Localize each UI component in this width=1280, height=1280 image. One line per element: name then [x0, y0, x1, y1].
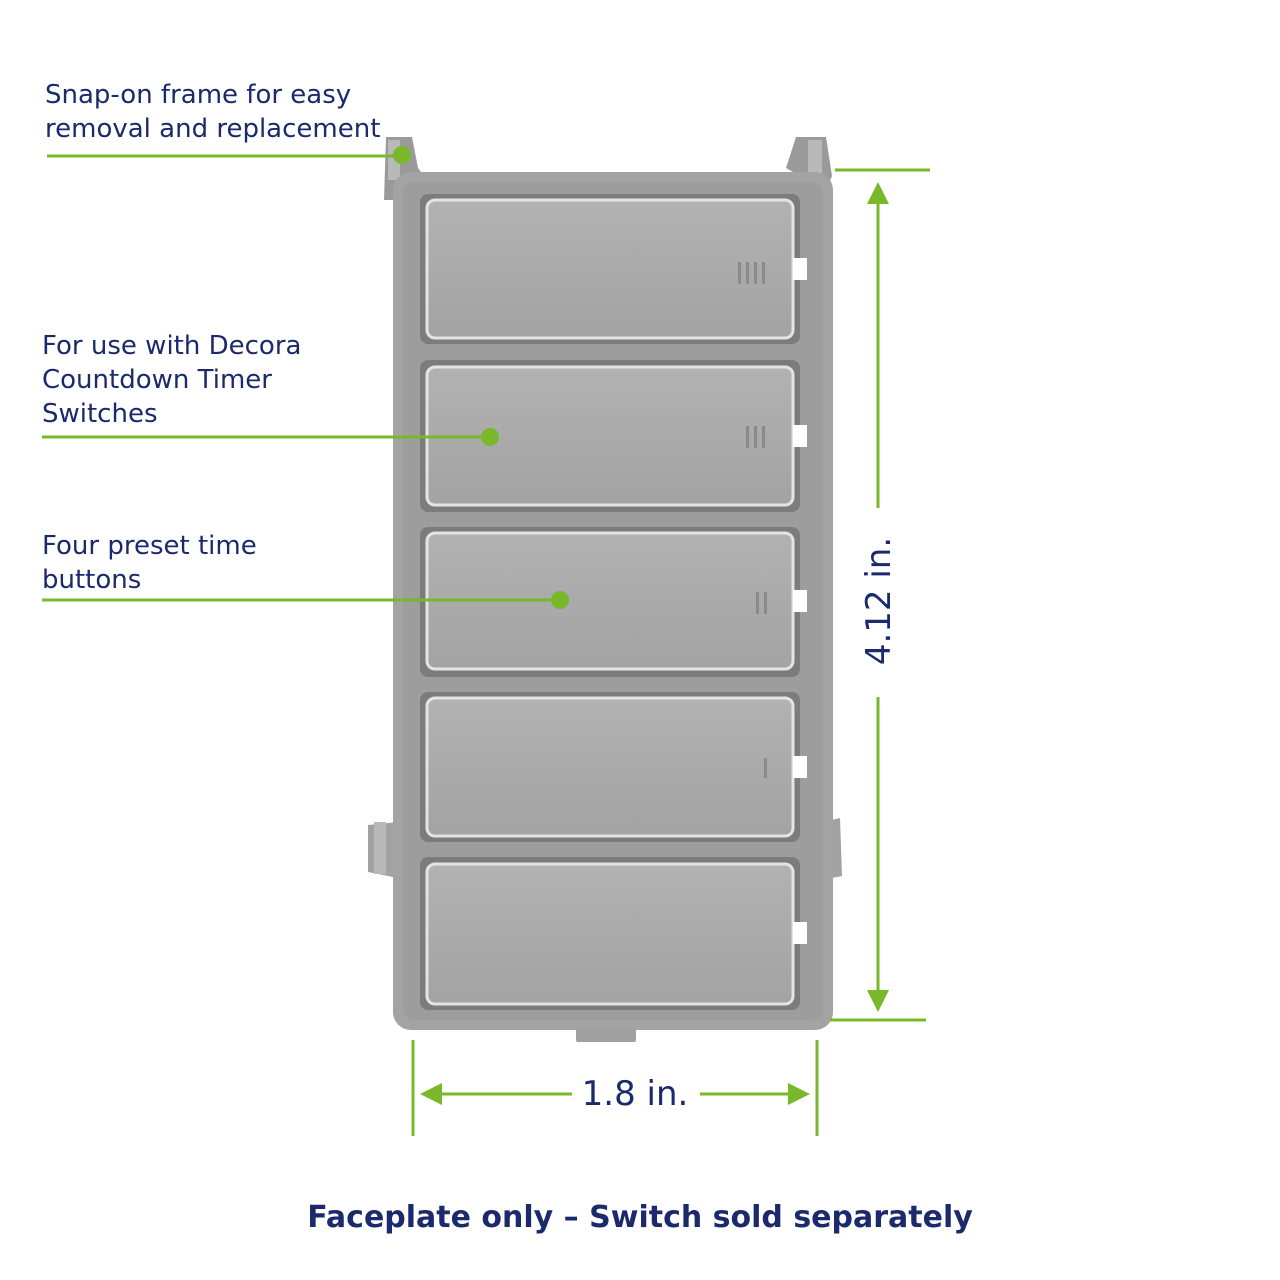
tick-marks — [764, 758, 767, 778]
button-5 — [425, 862, 807, 1006]
height-label: 4.12 in. — [859, 536, 899, 666]
button-1 — [425, 198, 807, 340]
callout-snap-frame: Snap-on frame for easy removal and repla… — [45, 80, 381, 144]
button-4 — [425, 696, 807, 838]
footer-note: Faceplate only – Switch sold separately — [307, 1200, 973, 1235]
leader-dots — [393, 146, 569, 609]
tick-marks — [756, 592, 767, 614]
width-dimension — [411, 1040, 819, 1136]
tick-marks — [738, 262, 765, 284]
callout-preset: Four preset time buttons — [42, 531, 257, 595]
height-dimension — [830, 168, 930, 1022]
callout-decora: For use with Decora Countdown Timer Swit… — [42, 331, 302, 429]
tick-marks — [746, 426, 765, 448]
button-3 — [425, 531, 807, 671]
leader-lines — [42, 154, 560, 602]
width-label: 1.8 in. — [581, 1074, 689, 1114]
